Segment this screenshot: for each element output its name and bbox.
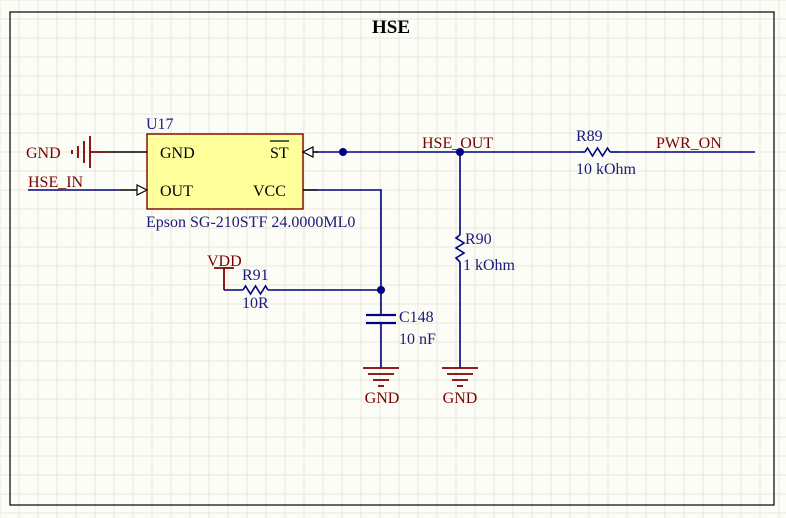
r90-value: 1 kOhm: [463, 257, 516, 274]
u17-pin-st-label: ST: [270, 145, 289, 162]
gnd-left-label: GND: [26, 145, 61, 162]
r90-designator: R90: [465, 231, 492, 248]
u17-pin-vcc-label: VCC: [253, 183, 286, 200]
r91-zigzag: [242, 284, 269, 296]
vcc-wire: [318, 189, 382, 315]
hse-out-net-label[interactable]: HSE_OUT: [422, 135, 493, 152]
r89-zigzag: [584, 146, 611, 158]
gnd-symbol-left[interactable]: GND: [26, 136, 105, 168]
gnd-r90-label: GND: [443, 390, 478, 407]
sheet-frame: [9, 11, 775, 506]
vdd-label: VDD: [207, 253, 242, 270]
sheet-title: HSE: [372, 17, 410, 38]
u17-out-arrow-icon: [136, 184, 149, 196]
r91-resistor[interactable]: R91 10R: [242, 267, 269, 312]
u17-designator: U17: [146, 116, 174, 133]
u17-body: [146, 133, 304, 210]
r90-zigzag: [454, 234, 466, 263]
r89-value: 10 kOhm: [576, 161, 637, 178]
u17-pin-gnd-label: GND: [160, 145, 195, 162]
c148-designator: C148: [399, 309, 434, 326]
u17-st-arrow-icon: [301, 146, 314, 158]
c148-value: 10 nF: [399, 331, 436, 348]
r90-resistor[interactable]: R90 1 kOhm: [454, 231, 516, 274]
pwr-on-net-label[interactable]: PWR_ON: [656, 135, 722, 152]
r89-resistor[interactable]: R89 10 kOhm: [576, 128, 637, 178]
vdd-power-port[interactable]: VDD: [207, 253, 242, 290]
c148-capacitor[interactable]: C148 10 nF: [366, 309, 436, 348]
junction-st: [339, 148, 347, 156]
r91-value: 10R: [242, 295, 269, 312]
r89-designator: R89: [576, 128, 603, 145]
gnd-c148-label: GND: [365, 390, 400, 407]
u17-pin-out-label: OUT: [160, 183, 193, 200]
r91-designator: R91: [242, 267, 269, 284]
gnd-symbol-r90[interactable]: GND: [442, 367, 478, 407]
hse-in-net-label[interactable]: HSE_IN: [28, 174, 84, 191]
u17-part-number: Epson SG-210STF 24.0000ML0: [146, 214, 355, 231]
u17-component[interactable]: U17 Epson SG-210STF 24.0000ML0 GND OUT S…: [105, 116, 355, 231]
gnd-symbol-c148[interactable]: GND: [363, 367, 400, 407]
